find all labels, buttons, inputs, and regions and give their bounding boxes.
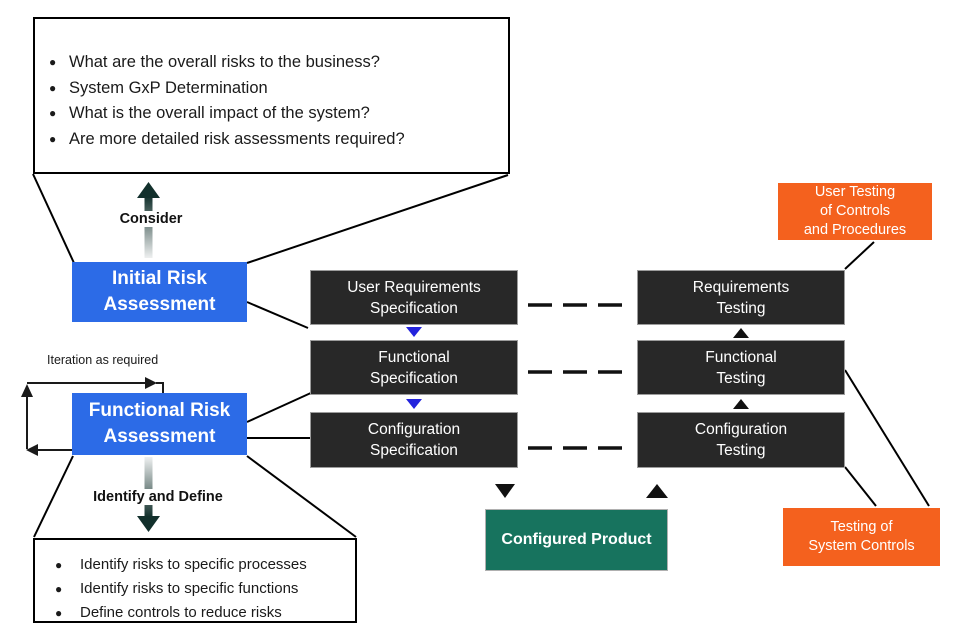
action-item: Define controls to reduce risks <box>55 601 355 625</box>
action-item: Identify risks to specific functions <box>55 577 355 601</box>
flow-up-icon <box>733 399 749 409</box>
spec-box-functional: Functional Specification <box>310 340 518 395</box>
initial-risk-assessment-box: Initial Risk Assessment <box>72 262 247 322</box>
identify-arrow-stem <box>144 457 153 517</box>
spec-box-configuration: Configuration Specification <box>310 412 518 468</box>
consider-label: Consider <box>112 211 190 227</box>
question-item: System GxP Determination <box>49 76 508 102</box>
question-item: Are more detailed risk assessments requi… <box>49 127 508 153</box>
functional-risk-assessment-box: Functional Risk Assessment <box>72 393 247 455</box>
question-item: What are the overall risks to the busine… <box>49 50 508 76</box>
initial-risk-questions-callout: What are the overall risks to the busine… <box>33 17 510 174</box>
callout-funnel-line <box>246 455 357 538</box>
flow-down-icon <box>495 484 515 498</box>
action-list: Identify risks to specific processes Ide… <box>55 553 355 625</box>
flow-down-icon <box>406 399 422 409</box>
connector-line <box>844 241 875 270</box>
consider-arrow-stem <box>144 196 153 258</box>
testing-box-configuration: Configuration Testing <box>637 412 845 468</box>
testing-box-requirements: Requirements Testing <box>637 270 845 325</box>
system-controls-callout-box: Testing of System Controls <box>783 508 940 566</box>
spec-box-user-requirements: User Requirements Specification <box>310 270 518 325</box>
arrow-right-icon <box>145 377 157 389</box>
iteration-loop-line <box>156 382 164 393</box>
action-item: Identify risks to specific processes <box>55 553 355 577</box>
callout-funnel-line <box>33 455 74 538</box>
flow-up-icon <box>646 484 668 498</box>
flow-up-icon <box>733 328 749 338</box>
arrow-left-icon <box>26 444 38 456</box>
arrow-up-icon <box>21 384 33 397</box>
configured-product-box: Configured Product <box>485 509 668 571</box>
arrow-up-icon <box>137 182 160 198</box>
connector-line <box>246 391 314 423</box>
iteration-label: Iteration as required <box>47 353 159 367</box>
user-testing-callout-box: User Testing of Controls and Procedures <box>778 183 932 240</box>
connector-line <box>844 466 877 507</box>
question-item: What is the overall impact of the system… <box>49 101 508 127</box>
callout-funnel-line <box>246 174 509 264</box>
callout-funnel-line <box>32 173 75 264</box>
functional-risk-actions-callout: Identify risks to specific processes Ide… <box>33 538 357 625</box>
question-list: What are the overall risks to the busine… <box>49 50 508 152</box>
arrow-down-icon <box>137 516 160 532</box>
identify-define-label: Identify and Define <box>84 489 232 505</box>
connector-line <box>246 301 309 329</box>
flow-down-icon <box>406 327 422 337</box>
connector-line <box>844 369 930 507</box>
testing-box-functional: Functional Testing <box>637 340 845 395</box>
